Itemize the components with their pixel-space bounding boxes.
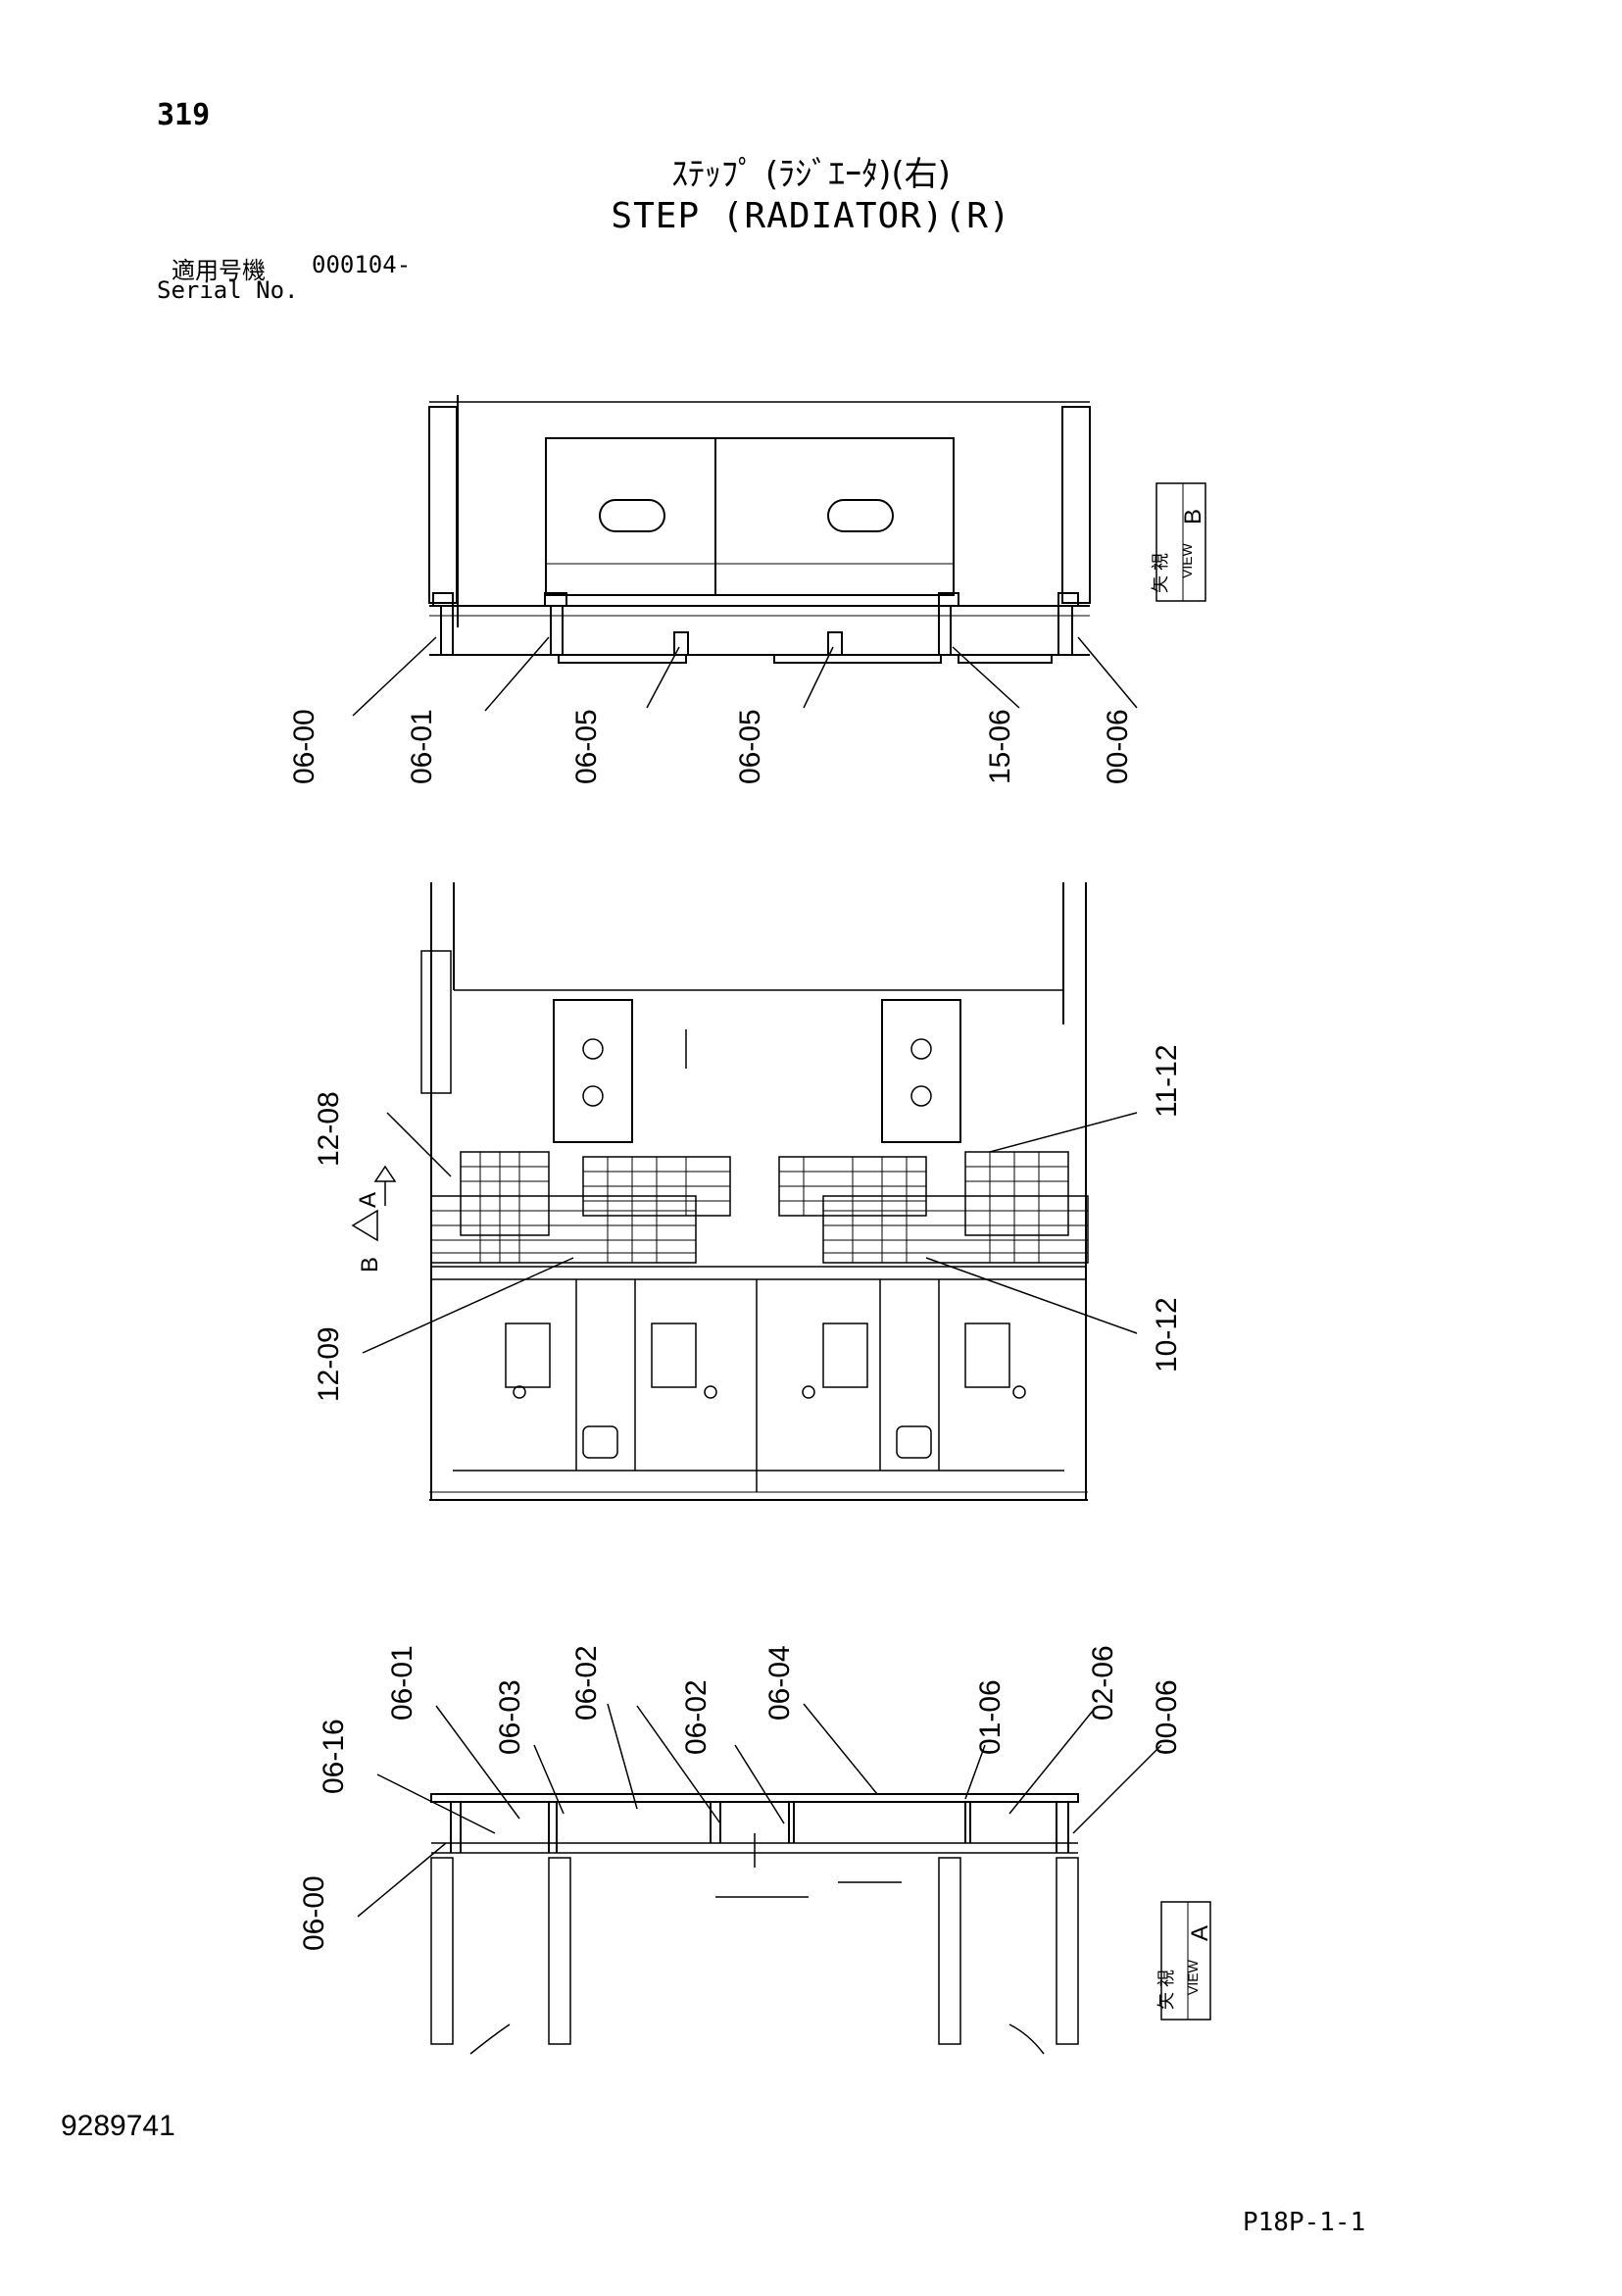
view-b-labels: 矢 視 VIEW B 06-00 06-01 06-05 06-05 15-06… [288,509,1206,784]
view-a-labels: 矢 視 VIEW A 06-01 06-03 06-02 06-02 06-04… [298,1645,1213,2010]
plan-view-labels: A B 12-08 11-12 12-09 10-12 [313,1044,1183,1402]
callout-06-02: 06-02 [570,1645,603,1721]
view-a-drawing [357,1703,1211,2055]
serial-value: 000104- [312,251,412,278]
callout-12-08: 12-08 [313,1091,345,1167]
view-a-marker-en: VIEW [1185,1959,1201,1995]
plan-view-drawing [351,882,1138,1501]
callout-06-01: 06-01 [406,709,438,784]
callout-02-06: 02-06 [1087,1645,1119,1721]
view-b-marker-jp: 矢 視 [1151,553,1170,593]
serial-label-japanese: 適用号機 [172,257,266,284]
callout-10-12: 10-12 [1151,1297,1183,1373]
callout-06-00: 06-00 [298,1875,330,1951]
title-japanese: ｽﾃｯﾌﾟ (ﾗｼﾞｴｰﾀ)(右) [671,155,951,194]
callout-11-12: 11-12 [1151,1044,1183,1118]
serial-label-english: Serial No. [157,276,299,304]
callout-15-06: 15-06 [984,709,1016,784]
callout-06-04: 06-04 [763,1645,796,1721]
callout-12-09: 12-09 [313,1326,345,1402]
callout-06-03: 06-03 [494,1679,526,1755]
callout-06-05: 06-05 [734,709,766,784]
callout-01-06: 01-06 [974,1679,1007,1755]
arrow-a-label: A [355,1192,381,1208]
callout-06-05: 06-05 [570,709,603,784]
view-a-marker-letter: A [1187,1925,1213,1941]
view-b-marker-letter: B [1180,509,1206,524]
arrow-b-label: B [357,1257,383,1273]
view-b-drawing [352,395,1206,717]
callout-00-06: 00-06 [1102,709,1134,784]
callout-06-16: 06-16 [318,1719,350,1794]
callout-06-01: 06-01 [386,1645,418,1721]
title-english: STEP (RADIATOR)(R) [611,196,1011,236]
view-a-marker-jp: 矢 視 [1156,1970,1176,2010]
page-code: P18P-1-1 [1243,2208,1366,2237]
callout-06-00: 06-00 [288,709,320,784]
document-number: 9289741 [61,2110,175,2142]
callout-00-06: 00-06 [1151,1679,1183,1755]
callout-06-02: 06-02 [680,1679,713,1755]
view-b-marker-en: VIEW [1179,542,1195,578]
page-number: 319 [157,98,211,132]
